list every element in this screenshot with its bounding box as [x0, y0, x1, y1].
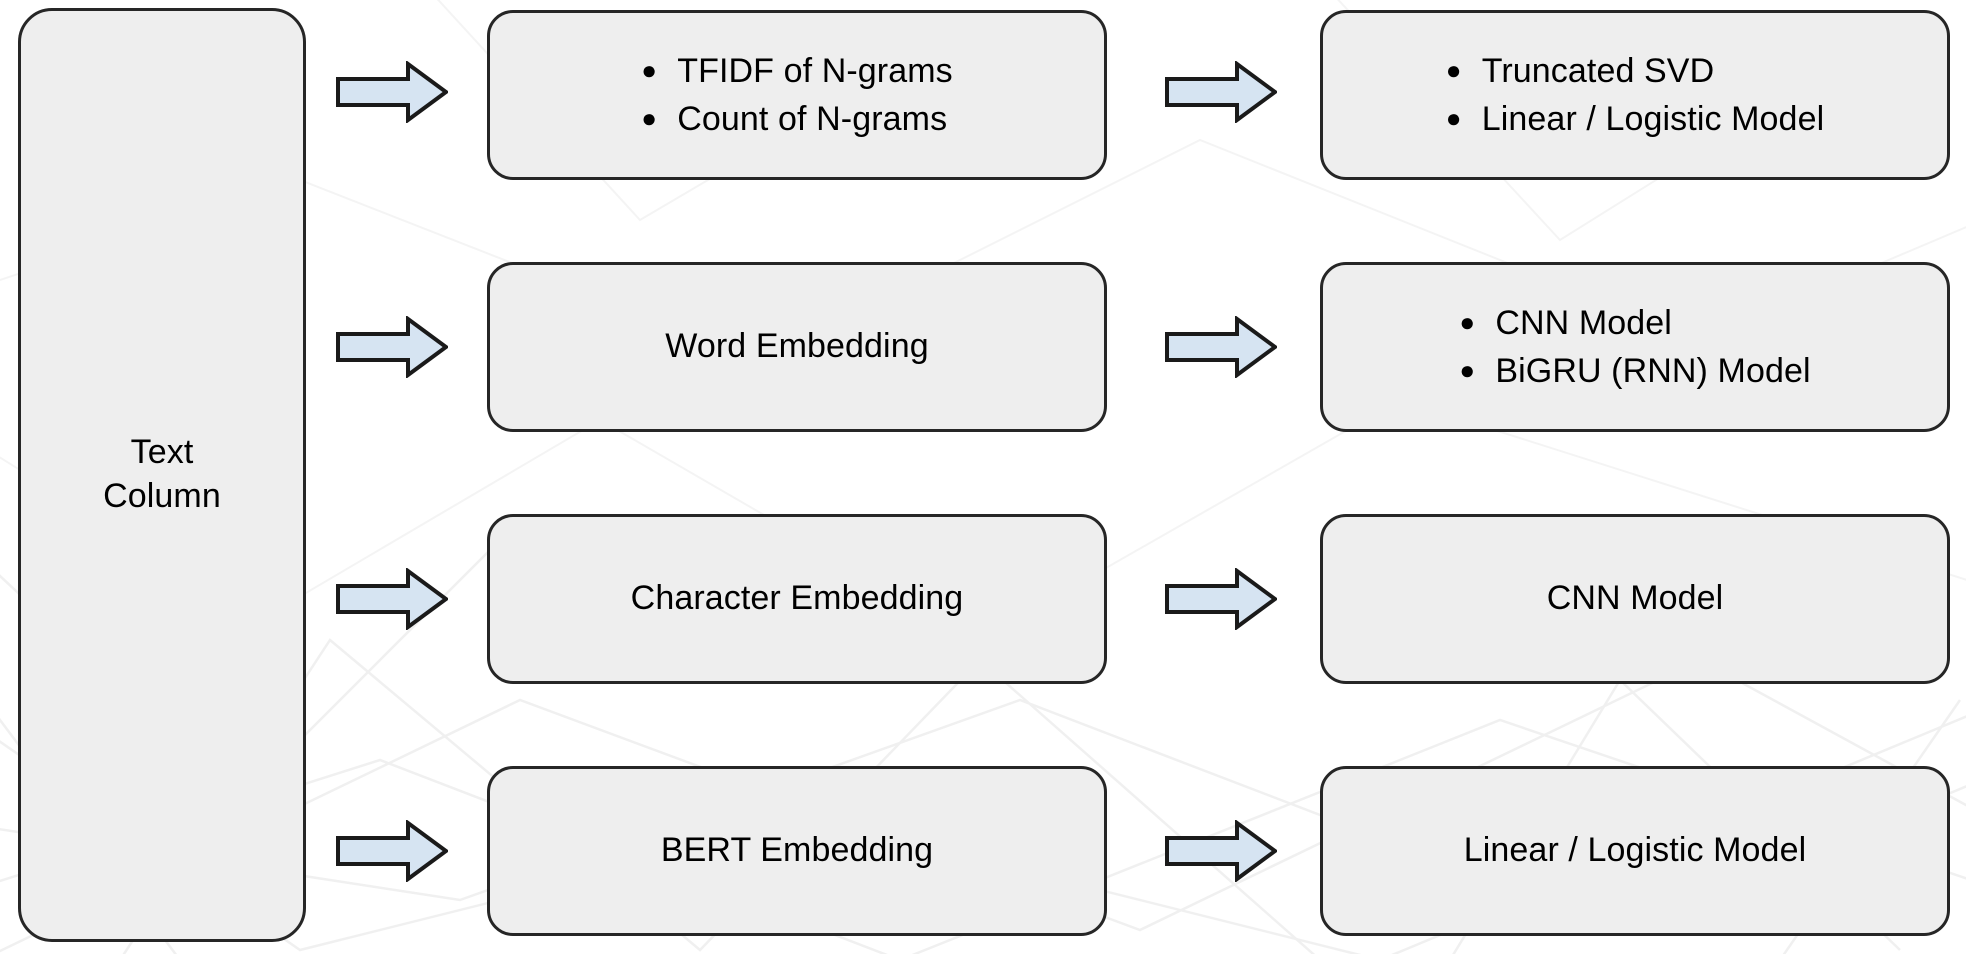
arrow-source-to-row-4 [336, 820, 448, 882]
right-arrow-icon [1165, 61, 1277, 123]
arrow-source-to-row-2 [336, 316, 448, 378]
bullet-icon: ● [1459, 306, 1476, 337]
bullet-icon: ● [1459, 355, 1476, 385]
arrow-row-4-to-model [1165, 820, 1277, 882]
list-item-label: Truncated SVD [1481, 51, 1715, 90]
arrow-row-2-to-model [1165, 316, 1277, 378]
list-item: ● Truncated SVD [1446, 47, 1824, 95]
list-item: ● Count of N-grams [641, 95, 953, 143]
list-item-label: Count of N-grams [677, 100, 948, 138]
node-row-4-representation-label: BERT Embedding [660, 831, 934, 870]
node-row-2-model-list: ● CNN Model ● BiGRU (RNN) Model [1459, 299, 1810, 396]
node-row-3-representation[interactable]: Character Embedding [487, 514, 1107, 684]
list-item: ● BiGRU (RNN) Model [1459, 347, 1810, 395]
node-row-3-model[interactable]: CNN Model [1320, 514, 1950, 684]
node-row-3-model-label: CNN Model [1546, 579, 1724, 618]
node-row-2-representation-label: Word Embedding [665, 327, 929, 366]
right-arrow-icon [1165, 820, 1277, 882]
list-item-label: BiGRU (RNN) Model [1495, 352, 1811, 390]
bullet-icon: ● [1445, 103, 1462, 133]
right-arrow-icon [336, 820, 448, 882]
right-arrow-icon [336, 61, 448, 123]
node-row-3-representation-label: Character Embedding [630, 579, 964, 618]
list-item: ● TFIDF of N-grams [641, 47, 953, 95]
right-arrow-icon [336, 316, 448, 378]
node-row-2-model[interactable]: ● CNN Model ● BiGRU (RNN) Model [1320, 262, 1950, 432]
list-item-label: Linear / Logistic Model [1481, 100, 1825, 138]
right-arrow-icon [1165, 316, 1277, 378]
list-item: ● CNN Model [1459, 299, 1810, 347]
node-row-1-representation-list: ● TFIDF of N-grams ● Count of N-grams [641, 47, 953, 144]
right-arrow-icon [1165, 568, 1277, 630]
node-row-4-model[interactable]: Linear / Logistic Model [1320, 766, 1950, 936]
list-item-label: TFIDF of N-grams [677, 51, 953, 90]
arrow-source-to-row-1 [336, 61, 448, 123]
node-text-column-label: Text Column [103, 433, 221, 515]
list-item-label: CNN Model [1495, 303, 1672, 342]
arrow-row-1-to-model [1165, 61, 1277, 123]
node-text-column[interactable]: Text Column [18, 8, 306, 942]
bullet-icon: ● [1445, 54, 1462, 85]
arrow-row-3-to-model [1165, 568, 1277, 630]
node-row-1-representation[interactable]: ● TFIDF of N-grams ● Count of N-grams [487, 10, 1107, 180]
bullet-icon: ● [641, 54, 658, 85]
node-row-1-model-list: ● Truncated SVD ● Linear / Logistic Mode… [1446, 47, 1824, 144]
list-item: ● Linear / Logistic Model [1446, 95, 1824, 143]
bullet-icon: ● [641, 103, 658, 133]
node-row-4-representation[interactable]: BERT Embedding [487, 766, 1107, 936]
node-row-2-representation[interactable]: Word Embedding [487, 262, 1107, 432]
right-arrow-icon [336, 568, 448, 630]
node-row-1-model[interactable]: ● Truncated SVD ● Linear / Logistic Mode… [1320, 10, 1950, 180]
arrow-source-to-row-3 [336, 568, 448, 630]
node-row-4-model-label: Linear / Logistic Model [1463, 831, 1807, 870]
